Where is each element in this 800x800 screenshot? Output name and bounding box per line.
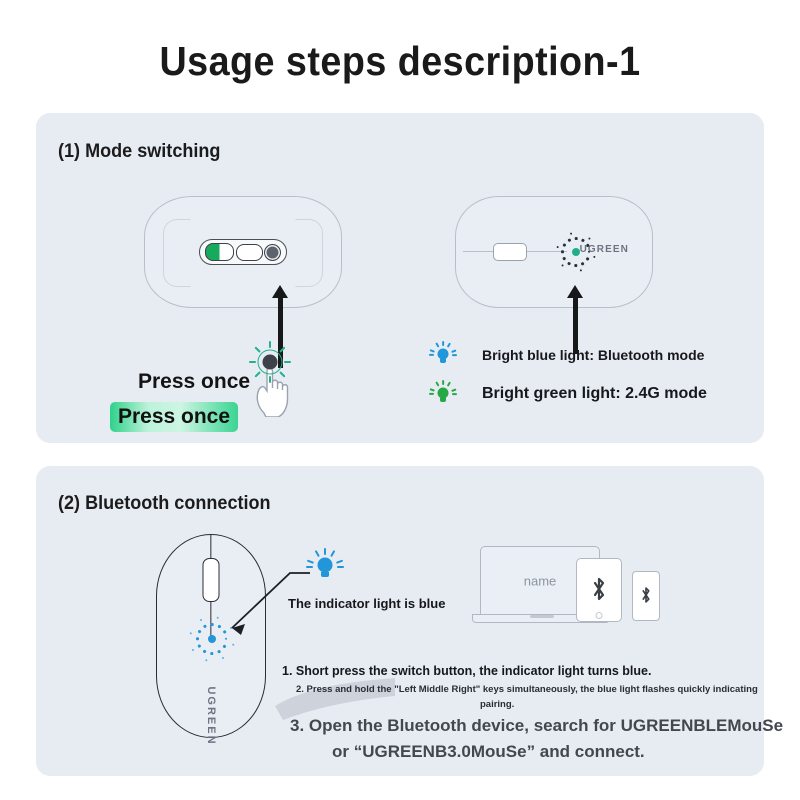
- blue-bulb-icon-section2: [306, 548, 344, 582]
- bluetooth-icon: [642, 587, 650, 603]
- instruction-line-3-continued: or “UGREENB3.0MouSe” and connect.: [332, 742, 645, 761]
- press-once-highlight-badge: Press once: [110, 402, 238, 432]
- tablet-icon: [576, 558, 622, 622]
- switch-panel: [199, 239, 287, 265]
- press-once-highlight-label: Press once: [117, 405, 231, 428]
- blue-bulb-icon: [429, 341, 457, 366]
- legend-item-bluetooth-mode: Bright blue light: Bluetooth mode: [429, 341, 705, 366]
- laptop-notch: [530, 615, 554, 618]
- mouse-brand-label: UGREEN: [579, 244, 629, 255]
- mode-toggle-switch-icon: [205, 243, 234, 261]
- legend-item-24g-mode: Bright green light: 2.4G mode: [429, 380, 707, 405]
- power-switch-icon: [235, 243, 263, 261]
- green-bulb-icon: [429, 380, 457, 405]
- press-once-label: Press once: [138, 370, 251, 393]
- mouse-scroll-wheel: [202, 558, 220, 602]
- instruction-line-1: 1. Short press the switch button, the in…: [282, 664, 652, 678]
- laptop-device-name: name: [523, 573, 557, 589]
- legend-label-bluetooth-mode: Bright blue light: Bluetooth mode: [482, 347, 705, 363]
- phone-icon: [632, 571, 660, 621]
- page-title: Usage steps description-1: [159, 38, 641, 84]
- mouse-top-illustration-bluetooth: UGREEN: [156, 534, 266, 746]
- instruction-line-3: 3. Open the Bluetooth device, search for…: [290, 716, 784, 735]
- mouse-glide-pad-right: [295, 219, 323, 287]
- section2-heading: (2) Bluetooth connection: [58, 493, 271, 514]
- mouse-top-illustration-mode: UGREEN: [455, 196, 653, 308]
- mouse-bottom-illustration: [144, 196, 342, 308]
- indicator-light-caption: The indicator light is blue: [288, 596, 446, 611]
- bluetooth-icon: [593, 577, 605, 600]
- arrow-head: [272, 285, 288, 298]
- mouse-glide-pad-left: [163, 219, 191, 287]
- arrow-shaft: [277, 297, 283, 368]
- instruction-line-2-continued: pairing.: [480, 699, 515, 710]
- blue-indicator-light-icon: [189, 616, 234, 661]
- mode-button-icon: [264, 243, 281, 261]
- arrow-shaft: [572, 297, 578, 354]
- green-indicator-light-icon: [555, 231, 596, 272]
- section1-heading: (1) Mode switching: [58, 141, 221, 162]
- section-panel-mode-switching: (1) Mode switching: [36, 113, 764, 443]
- devices-illustration: name: [472, 540, 670, 640]
- tap-hand-icon: [248, 340, 304, 418]
- instruction-line-2: 2. Press and hold the "Left Middle Right…: [296, 684, 758, 695]
- legend-label-24g-mode: Bright green light: 2.4G mode: [482, 385, 707, 402]
- tablet-home-button: [595, 612, 603, 619]
- mouse-scroll-wheel: [493, 243, 527, 261]
- tap-ripple-icon: [248, 340, 291, 383]
- arrow-head: [567, 285, 583, 298]
